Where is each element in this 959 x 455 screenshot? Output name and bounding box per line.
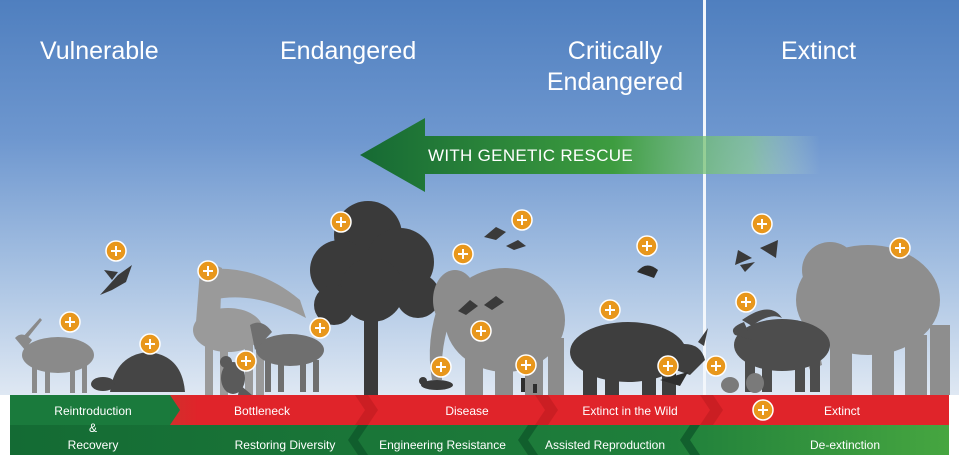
- stage-label-vulnerable: Vulnerable: [40, 37, 159, 65]
- label-bottleneck: Bottleneck: [233, 404, 291, 418]
- label-disease: Disease: [445, 404, 489, 418]
- stage-label-critically-line1: Critically: [567, 37, 663, 65]
- plus-marker-icon: [735, 291, 757, 313]
- label-assisted-reproduction: Assisted Reproduction: [544, 438, 666, 452]
- label-extinct: Extinct: [823, 404, 860, 418]
- stage-label-endangered: Endangered: [280, 37, 417, 65]
- label-reintroduction: Reintroduction: [54, 404, 132, 418]
- butterfly-icon: [735, 240, 778, 272]
- stage-label-extinct: Extinct: [781, 37, 857, 65]
- plus-marker-icon: [470, 320, 492, 342]
- plus-marker-icon: [430, 356, 452, 378]
- bird-icon: [458, 227, 526, 315]
- label-ampersand: &: [88, 421, 97, 435]
- ferret-icon: [419, 377, 453, 390]
- bird-icon: [637, 265, 658, 278]
- label-recovery: Recovery: [67, 438, 119, 452]
- stage-label-critically-line2: Endangered: [546, 68, 684, 96]
- extinct-divider: [703, 0, 706, 395]
- zebra-icon: [250, 322, 324, 392]
- giraffe-icon: [193, 265, 306, 395]
- bird-icon: [521, 378, 537, 393]
- genetic-rescue-label: WITH GENETIC RESCUE: [428, 146, 633, 165]
- label-de-extinction: De-extinction: [809, 438, 881, 452]
- plus-marker-icon: [452, 243, 474, 265]
- plus-marker-icon: [705, 355, 727, 377]
- rescue-band: [10, 425, 949, 455]
- plus-marker-icon: [511, 209, 533, 231]
- rhino-icon: [570, 322, 708, 395]
- mammoth-icon: [796, 242, 950, 395]
- plus-marker-icon: [59, 311, 81, 333]
- elephant-icon: [429, 268, 565, 395]
- oryx-icon: [15, 318, 94, 393]
- plus-marker-icon: [515, 354, 537, 376]
- stage-label-critically-endangered: Critically Endangered: [542, 36, 688, 98]
- label-extinct-in-the-wild: Extinct in the Wild: [582, 404, 678, 418]
- bird-icon: [100, 265, 132, 295]
- eagle-icon: [220, 356, 252, 395]
- threat-chevrons: [355, 395, 723, 425]
- label-engineering-resistance: Engineering Resistance: [379, 438, 506, 452]
- plus-marker-icon: [657, 355, 679, 377]
- plus-marker-icon: [139, 333, 161, 355]
- plus-marker-icon: [751, 213, 773, 235]
- reintroduction-block: [10, 395, 180, 425]
- dodo-icon: [721, 373, 764, 393]
- rescue-chevrons: [348, 425, 700, 455]
- plus-marker-icon: [752, 399, 774, 421]
- tortoise-icon: [91, 352, 185, 392]
- plus-marker-icon: [235, 350, 257, 372]
- plus-markers: [59, 209, 911, 421]
- tree-icon: [310, 201, 440, 395]
- plus-marker-icon: [105, 240, 127, 262]
- plus-marker-icon: [197, 260, 219, 282]
- plus-marker-icon: [599, 299, 621, 321]
- genetic-rescue-arrow: [360, 118, 820, 192]
- plus-marker-icon: [889, 237, 911, 259]
- plus-marker-icon: [636, 235, 658, 257]
- label-restoring-diversity: Restoring Diversity: [234, 438, 336, 452]
- plus-marker-icon: [330, 211, 352, 233]
- plus-marker-icon: [309, 317, 331, 339]
